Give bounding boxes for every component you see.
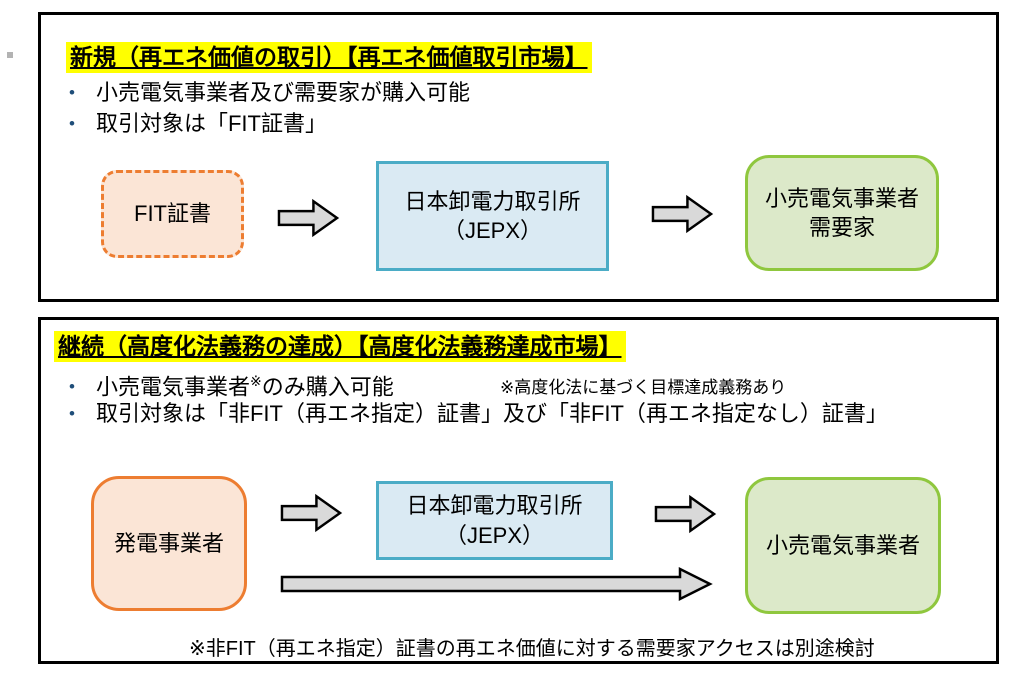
bullet-text: 小売電気事業者及び需要家が購入可能 <box>95 80 470 105</box>
bullet-text-main: 小売電気事業者 <box>95 374 250 400</box>
retailer-consumer-box: 小売電気事業者 需要家 <box>745 155 939 271</box>
generator-box: 発電事業者 <box>91 476 247 611</box>
bullet-dot-icon: • <box>69 404 75 423</box>
panel-sophisticated-law-market: 継続（高度化法義務の達成）【高度化法義務達成市場】 • 小売電気事業者※のみ購入… <box>38 317 999 664</box>
bullet-item: • 小売電気事業者※のみ購入可能 <box>69 367 394 401</box>
fit-certificate-label: FIT証書 <box>134 201 211 227</box>
stray-mark <box>7 52 13 58</box>
obligation-note: ※高度化法に基づく目標達成義務あり <box>500 378 787 397</box>
fit-certificate-box: FIT証書 <box>101 170 244 258</box>
footnote: ※非FIT（再エネ指定）証書の再エネ価値に対する需要家アクセスは別途検討 <box>189 638 875 660</box>
bullet-dot-icon: • <box>69 83 75 102</box>
retailer-label: 小売電気事業者 <box>764 185 919 211</box>
panel-title: 継続（高度化法義務の達成）【高度化法義務達成市場】 <box>54 331 626 362</box>
consumer-label: 需要家 <box>808 215 875 240</box>
panel-title: 新規（再エネ価値の取引）【再エネ価値取引市場】 <box>66 42 592 73</box>
retailer-box: 小売電気事業者 <box>745 477 941 614</box>
bullet-text-tail: のみ購入可能 <box>261 374 394 400</box>
bullet-item: • 取引対象は「非FIT（再エネ指定）証書」及び「非FIT（再エネ指定なし）証書… <box>69 399 888 428</box>
bullet-text: 小売電気事業者※のみ購入可能 <box>96 367 394 401</box>
bullet-dot-icon: • <box>69 114 75 133</box>
panel-renewable-value-market: 新規（再エネ価値の取引）【再エネ価値取引市場】 • 小売電気事業者及び需要家が購… <box>38 12 999 302</box>
flow-arrow-icon <box>277 198 340 238</box>
flow-arrow-icon <box>654 494 717 534</box>
jepx-box: 日本卸電力取引所 （JEPX） <box>376 161 609 271</box>
jepx-label-line1: 日本卸電力取引所 <box>406 493 583 519</box>
bullet-item: • 小売電気事業者及び需要家が購入可能 <box>69 78 470 107</box>
flow-arrow-icon <box>651 194 714 234</box>
jepx-box: 日本卸電力取引所 （JEPX） <box>376 481 613 560</box>
jepx-label-line2: （JEPX） <box>444 522 545 548</box>
generator-label: 発電事業者 <box>113 530 224 556</box>
bullet-dot-icon: • <box>69 377 75 397</box>
jepx-label-line2: （JEPX） <box>442 218 543 243</box>
bypass-arrow-icon <box>280 566 713 602</box>
retailer-label: 小売電気事業者 <box>765 532 920 558</box>
panel-title-wrap: 新規（再エネ価値の取引）【再エネ価値取引市場】 <box>66 42 592 73</box>
panel-title-wrap: 継続（高度化法義務の達成）【高度化法義務達成市場】 <box>54 331 626 362</box>
jepx-label-line1: 日本卸電力取引所 <box>404 188 581 214</box>
bullet-item: • 取引対象は「FIT証書」 <box>69 109 327 138</box>
bullet-text: 取引対象は「FIT証書」 <box>95 111 327 136</box>
bullet-text: 取引対象は「非FIT（再エネ指定）証書」及び「非FIT（再エネ指定なし）証書」 <box>95 401 888 426</box>
flow-arrow-icon <box>280 493 343 533</box>
reference-mark: ※ <box>249 373 262 389</box>
